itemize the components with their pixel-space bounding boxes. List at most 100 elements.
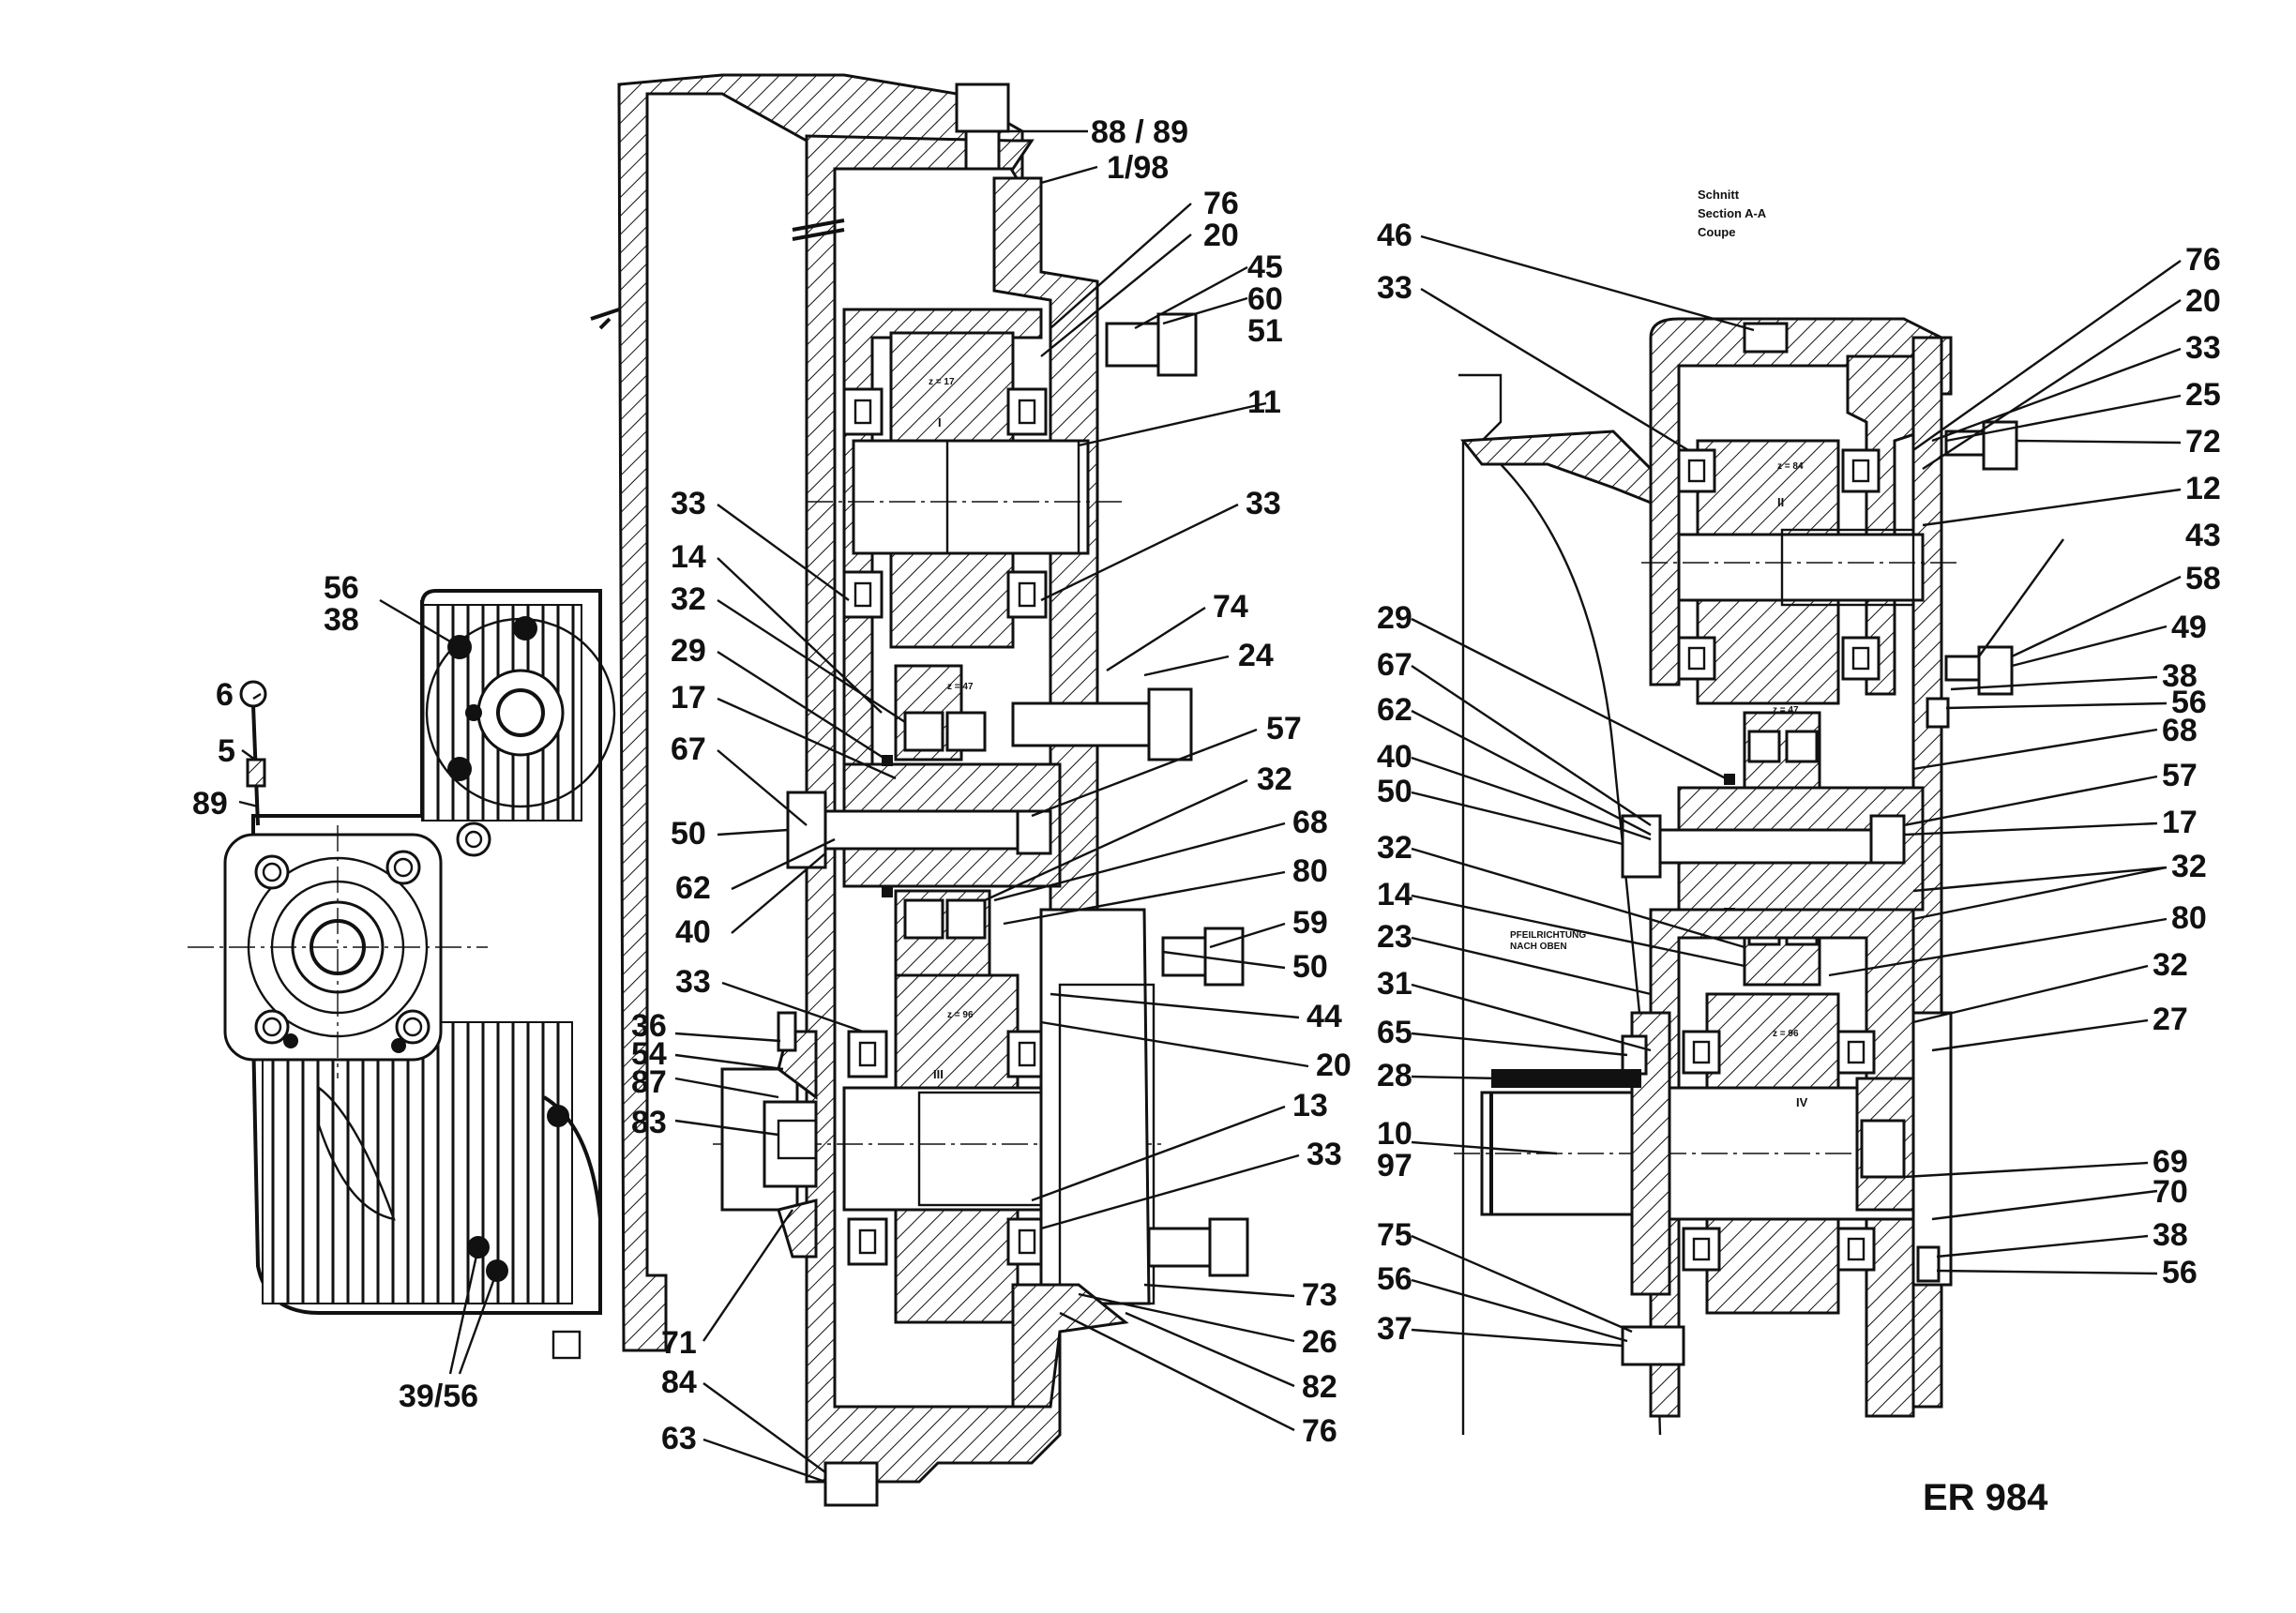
gear-II-tag-right: z = 84 [1777,461,1804,472]
callout-57: 57 [1266,711,1302,746]
callout-59: 59 [1292,905,1328,941]
callout-50-c: 50 [1377,774,1412,809]
callout-84: 84 [661,1364,697,1400]
gear-IV-tag: z = 96 [1773,1029,1799,1039]
callout-72: 72 [2185,424,2221,460]
callout-26: 26 [1302,1324,1337,1360]
shaft-II [1677,533,1925,602]
callout-33-e: 33 [1377,270,1412,306]
callout-62-b: 62 [1377,692,1412,728]
callout-32-e: 32 [2152,947,2188,983]
right-view-callouts: 46 33 76 20 33 25 72 12 43 58 29 49 38 6… [1377,218,2221,1347]
gear-II-top [1696,439,1840,536]
callout-33-f: 33 [2185,330,2221,366]
gear-IV-bottom [1705,1217,1840,1315]
callout-33-a: 33 [671,486,706,521]
callout-36: 36 [631,1008,667,1044]
callout-38: 38 [324,602,359,638]
callout-70: 70 [2152,1174,2188,1210]
right-frame-edge [1458,373,1503,1435]
callout-56: 56 [324,570,359,606]
upper-bolts [447,616,537,781]
bolt-head-50 [786,791,827,869]
callout-76-top: 76 [1203,186,1239,221]
gear-tag-47-right: z = 47 [1773,705,1799,716]
numeral-II: II [1777,495,1784,509]
callout-87: 87 [631,1064,667,1100]
leader-lines [238,129,2182,1484]
callout-74: 74 [1213,589,1248,625]
gear-II-bottom [1696,598,1840,705]
callout-31: 31 [1377,966,1412,1002]
callout-73: 73 [1302,1277,1337,1313]
callout-23: 23 [1377,919,1412,955]
callout-38-c: 38 [2152,1217,2188,1253]
callout-82: 82 [1302,1369,1337,1405]
callout-46: 46 [1377,218,1412,253]
callout-50-b: 50 [1292,949,1328,985]
callout-56-d: 56 [2162,1255,2198,1290]
callout-28: 28 [1377,1058,1412,1093]
gear-III-top [894,973,1020,1090]
callout-38-b: 38 [2162,658,2198,694]
gear-IV-top [1705,992,1840,1090]
bearings-I [842,387,1048,619]
callout-75: 75 [1377,1217,1412,1253]
gear-II-tag: z = 47 [947,682,974,692]
callout-25: 25 [2185,377,2221,413]
gear-III-tag: z = 96 [947,1010,974,1020]
left-view-callouts: 56 38 6 5 89 39/56 [192,570,478,1414]
callout-65: 65 [1377,1015,1412,1050]
callout-68-b: 68 [2162,713,2198,748]
callout-29-b: 29 [1377,600,1412,636]
callout-56-c: 56 [1377,1261,1412,1297]
callout-29: 29 [671,633,706,669]
gear-I-top [889,331,1015,447]
callout-40: 40 [675,914,711,950]
section-note-line-3: Coupe [1698,225,1735,239]
callout-32-d: 32 [2171,849,2207,884]
plug-screw [456,822,491,857]
callout-54: 54 [631,1036,667,1072]
callout-20-c: 20 [2185,283,2221,319]
callout-43: 43 [2185,518,2221,553]
through-bolt [805,809,1052,851]
flange-bolts [254,850,430,1053]
callout-80-b: 80 [2171,900,2207,936]
callout-83: 83 [631,1105,667,1140]
section-note: Schnitt Section A-A Coupe [1698,188,1767,239]
right-external-bolts [1491,322,2018,1366]
drawing-code: ER 984 [1923,1477,2048,1518]
callout-6: 6 [216,677,234,713]
gear-I-bottom [889,551,1015,649]
callout-33-c: 33 [675,964,711,1000]
callout-40-b: 40 [1377,739,1412,775]
middle-section-view: z = 17 I z = 47 z = 96 III [590,73,1249,1507]
right-section-view: z = 84 II z = 47 z = 96 IV PFEILRICHTUNG… [1454,317,2018,1436]
gear-III-bottom [894,1208,1020,1324]
callout-33-d: 33 [1307,1137,1342,1172]
callout-13: 13 [1292,1088,1328,1123]
shaft-III [842,1086,1052,1212]
cooling-fins [262,1021,573,1304]
callout-27: 27 [2152,1002,2188,1037]
callout-1-98: 1/98 [1107,150,1169,186]
callout-33-b: 33 [1246,486,1281,521]
callout-32-c: 32 [1377,830,1412,866]
bearings-II [1677,448,1881,681]
callout-76-c: 76 [2185,242,2221,278]
upper-hub-inner [496,688,545,737]
callout-20-b: 20 [1316,1048,1352,1083]
middle-view-callouts: 88 / 89 1/98 76 20 45 60 51 11 33 33 14 … [631,114,1352,1456]
bearings-III [847,1030,1048,1266]
callout-63: 63 [661,1421,697,1456]
callout-24: 24 [1238,638,1274,673]
callout-68: 68 [1292,805,1328,840]
upper-hub-outer [476,669,565,757]
callout-37: 37 [1377,1311,1412,1347]
callout-45: 45 [1247,249,1283,285]
callout-97: 97 [1377,1148,1412,1183]
callout-80: 80 [1292,853,1328,889]
callout-17: 17 [671,680,706,716]
